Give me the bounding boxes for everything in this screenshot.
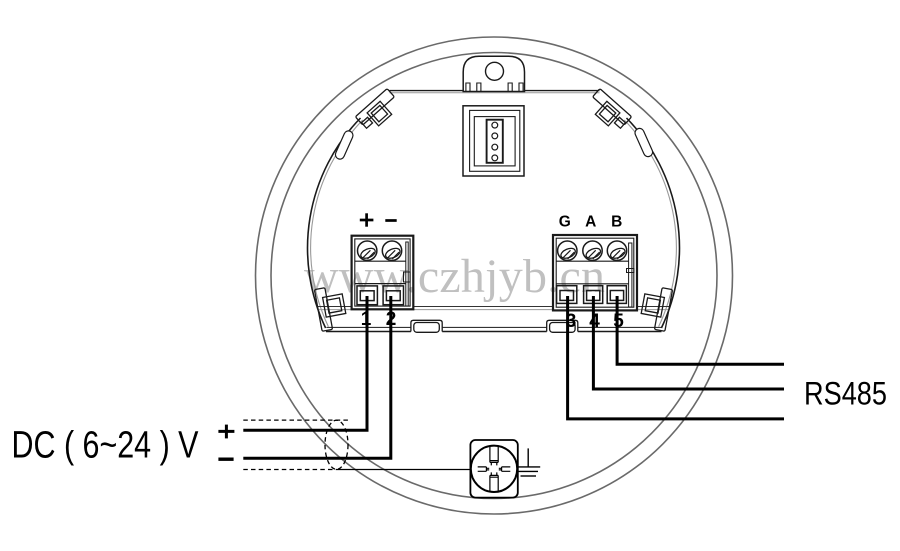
svg-text:3: 3 [566, 311, 577, 332]
svg-text:2: 2 [386, 309, 397, 330]
svg-text:5: 5 [613, 311, 624, 332]
svg-text:DC ( 6~24 ) V: DC ( 6~24 ) V [12, 425, 200, 467]
svg-text:1: 1 [361, 309, 372, 330]
svg-text:www.czhjyb.cn: www.czhjyb.cn [304, 250, 605, 303]
svg-text:RS485: RS485 [804, 376, 887, 412]
svg-text:G: G [559, 214, 571, 231]
svg-text:B: B [611, 214, 622, 231]
svg-text:4: 4 [589, 311, 600, 332]
svg-text:A: A [585, 214, 596, 231]
